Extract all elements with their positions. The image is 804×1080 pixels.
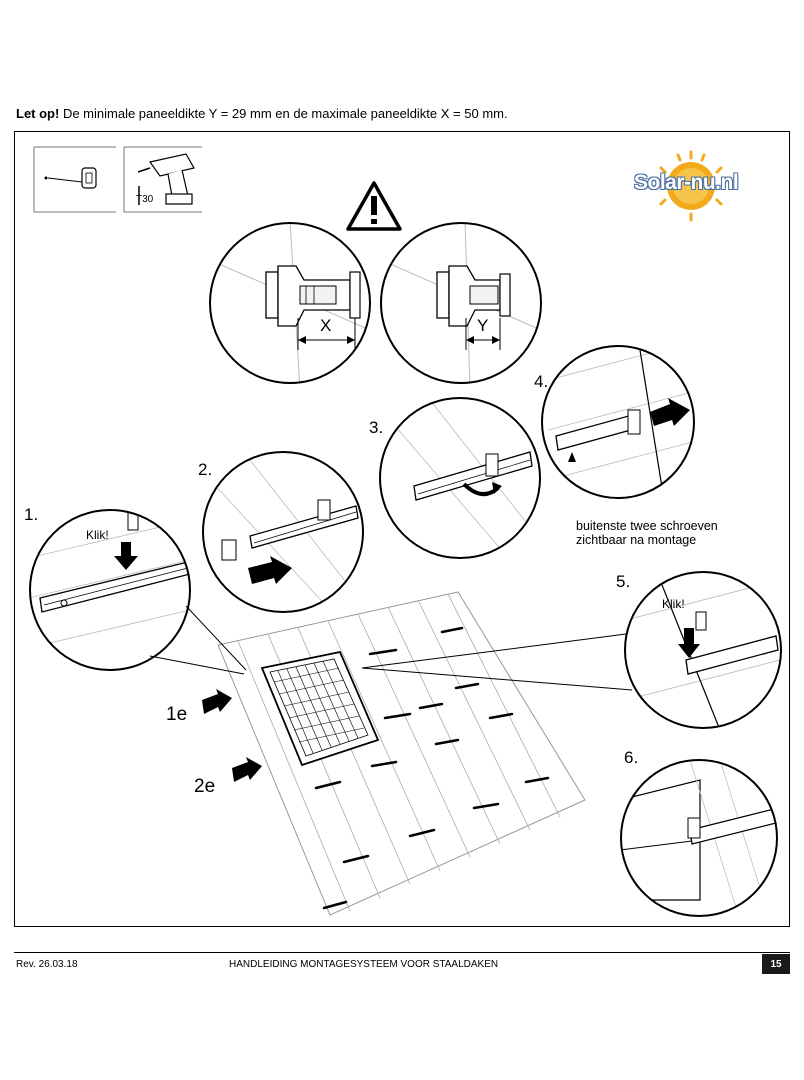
sun-icon [659,150,723,222]
step-4-detail [541,345,695,499]
detail-min-thickness [380,222,542,384]
note-warning-label: Let op! [16,106,60,121]
dimension-y-label: Y [477,316,489,335]
step-4-note-line-1: buitenste twee schroeven [576,519,718,533]
step-4-label: 4. [534,372,549,391]
step-5-label: 5. [616,572,631,591]
logo-text: Solar-nu.nl [634,171,739,194]
tape-measure-icon [33,146,116,213]
torx-label: T30 [136,194,154,205]
row-1-label: 1e [166,704,188,725]
note-text: De minimale paneeldikte Y = 29 mm en de … [62,106,508,121]
click-label-step-1: Klik! [86,528,109,542]
solar-nu-logo [659,150,723,222]
step-3-detail [379,397,541,559]
detail-max-thickness [209,222,371,384]
step-6-label: 6. [624,748,639,767]
step-1-label: 1. [24,505,39,524]
dimension-x-label: X [320,316,332,335]
step-4-note: buitenste twee schroeven zichtbaar na mo… [576,519,718,547]
footer-revision: Rev. 26.03.18 [16,959,78,970]
drill-icon [123,146,202,213]
row-1-arrow [202,689,232,714]
step-3-label: 3. [369,418,384,437]
footer-title: HANDLEIDING MONTAGESYSTEEM VOOR STAALDAK… [229,959,499,970]
page-number: 15 [762,954,790,974]
step-4-note-line-2: zichtbaar na montage [576,533,697,547]
step-5-detail [624,571,782,729]
click-label-step-5: Klik! [662,597,685,611]
row-2-label: 2e [194,776,216,797]
row-2-arrow [232,757,262,782]
roof-overview [149,591,633,916]
instruction-frame [14,131,790,927]
step-2-detail [202,451,364,613]
warning-icon [346,181,402,231]
step-6-detail [620,759,778,917]
panel-thickness-note: Let op! De minimale paneeldikte Y = 29 m… [16,106,508,121]
step-2-label: 2. [198,460,213,479]
footer-divider [14,952,790,953]
